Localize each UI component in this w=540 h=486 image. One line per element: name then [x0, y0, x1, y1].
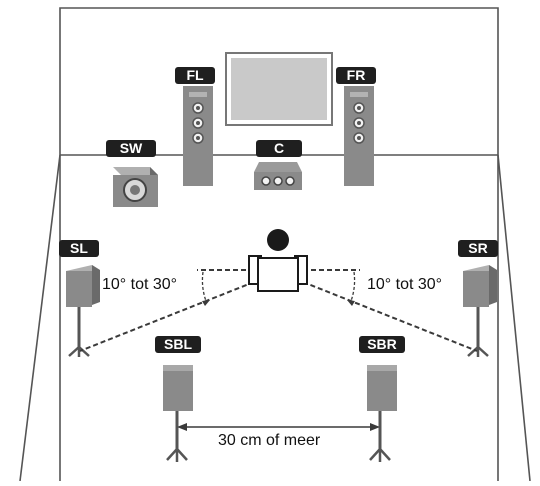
distance-dimension	[177, 423, 380, 431]
subwoofer-speaker	[113, 167, 158, 207]
front-right-speaker	[344, 86, 374, 186]
angle-arcs	[201, 271, 356, 302]
label-sbr: SBR	[359, 336, 405, 353]
label-sl: SL	[59, 240, 99, 257]
surround-right-speaker	[463, 265, 497, 357]
listener	[248, 229, 308, 292]
front-left-speaker	[183, 86, 213, 186]
tv-screen	[225, 52, 333, 126]
label-c: C	[256, 140, 302, 157]
angle-label-left: 10° tot 30°	[101, 276, 179, 294]
label-fl: FL	[175, 67, 215, 84]
sight-lines	[79, 269, 478, 352]
label-fr: FR	[336, 67, 376, 84]
surround-back-left-speaker	[163, 365, 193, 462]
distance-label: 30 cm of meer	[217, 432, 322, 450]
label-sbl: SBL	[155, 336, 201, 353]
angle-label-right: 10° tot 30°	[366, 276, 444, 294]
surround-left-speaker	[66, 265, 100, 357]
label-sw: SW	[106, 140, 156, 157]
center-speaker	[254, 162, 302, 190]
surround-back-right-speaker	[367, 365, 397, 462]
angle-arrowheads	[202, 300, 355, 306]
label-sr: SR	[458, 240, 498, 257]
